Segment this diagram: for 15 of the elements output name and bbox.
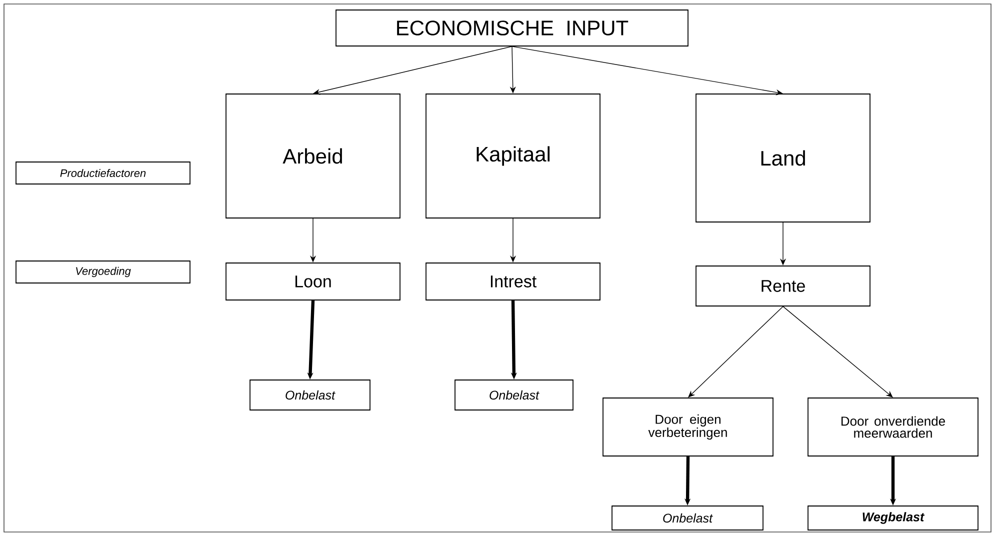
process-box: Kapitaal	[426, 94, 600, 218]
process-box: Land	[696, 94, 870, 222]
process-box: Onbelast	[454, 380, 574, 410]
process-box: Loon	[226, 262, 400, 300]
process-box: Onbelast	[612, 506, 764, 530]
process-box: Door onverdiende meerwaarden	[808, 398, 978, 456]
title-box: ECONOMISCHE INPUT	[336, 10, 688, 46]
row-label-box: Productiefactoren	[16, 162, 190, 184]
process-box: Arbeid	[226, 94, 400, 218]
process-box: Door eigen verbeteringen	[602, 398, 774, 456]
process-box: Intrest	[426, 262, 600, 300]
row-label-box: Vergoeding	[16, 260, 190, 284]
process-box: Onbelast	[250, 380, 370, 410]
process-box: Wegbelast	[808, 506, 978, 530]
process-box: Rente	[696, 266, 870, 306]
